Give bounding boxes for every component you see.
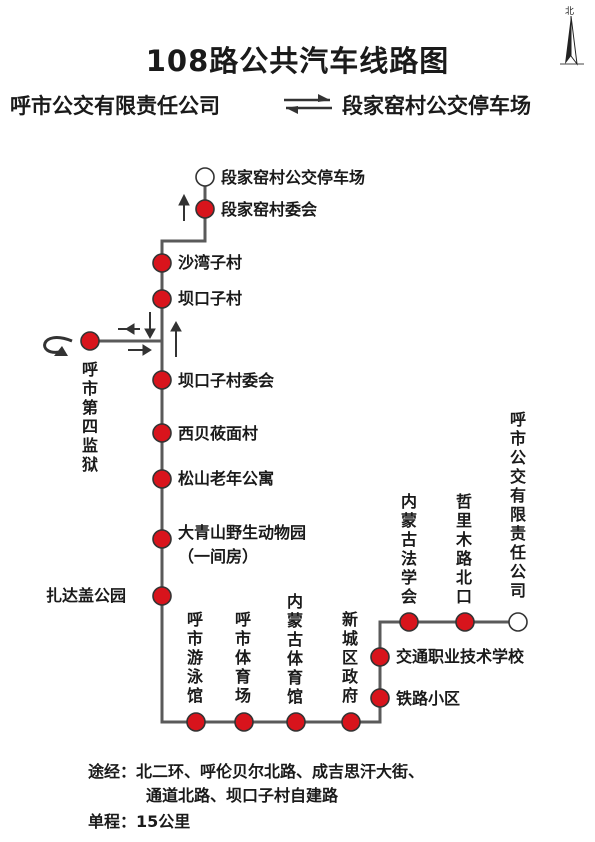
stop-label-s4: 坝口子村委会 <box>178 371 275 390</box>
distance-block: 单程：15公里 <box>88 810 190 834</box>
stop-marker-s4 <box>152 370 172 390</box>
distance-value: 15公里 <box>136 812 191 831</box>
stop-marker-s2 <box>152 253 172 273</box>
stops-layer <box>80 167 528 732</box>
stop-marker-s3 <box>152 289 172 309</box>
stop-label-s2: 沙湾子村 <box>178 253 243 272</box>
stop-marker-prison <box>80 331 100 351</box>
route-line <box>160 177 518 724</box>
stop-label-s13: 铁路小区 <box>396 689 461 708</box>
stop-label-s12: 新城区政府 <box>341 610 358 705</box>
stop-label-s6: 松山老年公寓 <box>178 469 275 488</box>
distance-label: 单程： <box>88 812 137 831</box>
terminal-marker-terminal_north <box>195 167 215 187</box>
stop-marker-s14 <box>370 647 390 667</box>
stop-marker-s15 <box>399 612 419 632</box>
u-turn-arrow-icon <box>43 336 73 356</box>
via-block: 途经：北二环、呼伦贝尔北路、成吉思汗大街、 <box>88 760 424 784</box>
stop-marker-s8 <box>152 586 172 606</box>
stop-label-s7-sub: （一间房） <box>178 547 259 566</box>
stop-label-s7: 大青山野生动物园 <box>178 523 307 542</box>
stop-label-prison: 呼市第四监狱 <box>81 360 98 474</box>
stop-label-s16: 哲里木路北口 <box>455 492 472 606</box>
bidirectional-arrow-icon <box>280 92 336 121</box>
stop-marker-s12 <box>341 712 361 732</box>
map-title: 108路公共汽车线路图 <box>145 44 450 78</box>
stop-marker-s7 <box>152 529 172 549</box>
route-origin: 呼市公交有限责任公司 <box>10 94 220 118</box>
via-label: 途经： <box>88 762 137 781</box>
stop-label-s14: 交通职业技术学校 <box>396 647 525 666</box>
route-header: 呼市公交有限责任公司 段家窑村公交停车场 <box>0 88 595 124</box>
stop-label-s11: 内蒙古体育馆 <box>286 592 303 706</box>
stop-marker-s9 <box>186 712 206 732</box>
north-compass-icon: 北 <box>556 4 586 78</box>
stop-label-s9: 呼市游泳馆 <box>186 610 203 705</box>
terminal-marker-terminal_south <box>508 612 528 632</box>
via-line-1: 北二环、呼伦贝尔北路、成吉思汗大街、 <box>136 762 425 781</box>
stop-label-terminal-north: 段家窑村公交停车场 <box>221 168 366 187</box>
stop-label-s8: 扎达盖公园 <box>46 586 127 605</box>
stop-marker-s6 <box>152 469 172 489</box>
stop-label-terminal-south: 呼市公交有限责任公司 <box>509 410 526 600</box>
stop-marker-s13 <box>370 688 390 708</box>
stop-marker-s16 <box>455 612 475 632</box>
stop-label-s3: 坝口子村 <box>178 289 243 308</box>
compass-north-label: 北 <box>565 7 575 17</box>
route-destination: 段家窑村公交停车场 <box>342 94 531 118</box>
stop-label-s5: 西贝莜面村 <box>178 424 259 443</box>
stop-marker-s5 <box>152 423 172 443</box>
via-line-2: 通道北路、坝口子村自建路 <box>146 786 339 805</box>
stop-label-s15: 内蒙古法学会 <box>400 492 417 606</box>
stop-label-s10: 呼市体育场 <box>234 610 251 705</box>
stop-label-s1: 段家窑村委会 <box>221 200 318 219</box>
stop-marker-s10 <box>234 712 254 732</box>
stop-marker-s1 <box>195 199 215 219</box>
via-block-2: 通道北路、坝口子村自建路 <box>146 784 338 808</box>
direction-arrows-icon <box>118 193 190 357</box>
stop-marker-s11 <box>286 712 306 732</box>
